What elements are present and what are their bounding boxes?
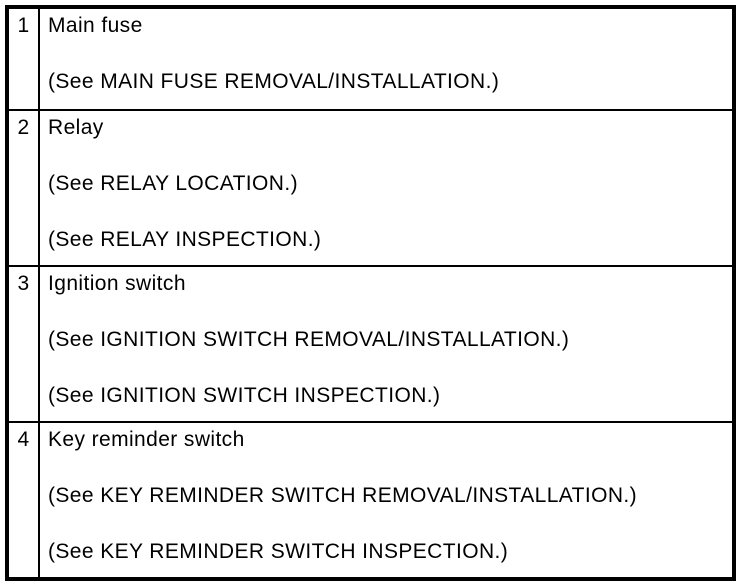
- table-row: 1 Main fuse (See MAIN FUSE REMOVAL/INSTA…: [6, 6, 735, 111]
- item-reference: (See IGNITION SWITCH INSPECTION.): [48, 384, 441, 407]
- item-reference: (See KEY REMINDER SWITCH INSPECTION.): [48, 540, 509, 563]
- row-description-cell: Main fuse (See MAIN FUSE REMOVAL/INSTALL…: [38, 6, 735, 111]
- row-number: 3: [17, 272, 30, 295]
- item-name: Main fuse: [48, 14, 143, 37]
- item-reference: (See KEY REMINDER SWITCH REMOVAL/INSTALL…: [48, 484, 638, 507]
- row-description-cell: Key reminder switch (See KEY REMINDER SW…: [38, 421, 735, 580]
- row-description-cell: Relay (See RELAY LOCATION.) (See RELAY I…: [38, 109, 735, 267]
- item-name: Key reminder switch: [48, 428, 245, 451]
- row-number-cell: 4: [6, 421, 40, 580]
- row-number: 1: [17, 14, 30, 37]
- row-number: 2: [17, 116, 30, 139]
- item-reference: (See RELAY LOCATION.): [48, 172, 298, 195]
- table-row: 2 Relay (See RELAY LOCATION.) (See RELAY…: [6, 109, 735, 267]
- table-row: 3 Ignition switch (See IGNITION SWITCH R…: [6, 265, 735, 423]
- component-reference-table-body: 1 Main fuse (See MAIN FUSE REMOVAL/INSTA…: [6, 6, 735, 580]
- row-number-cell: 2: [6, 109, 40, 267]
- item-reference: (See MAIN FUSE REMOVAL/INSTALLATION.): [48, 70, 500, 93]
- row-number-cell: 1: [6, 6, 40, 111]
- row-number-cell: 3: [6, 265, 40, 423]
- item-name: Relay: [48, 116, 104, 139]
- table-row: 4 Key reminder switch (See KEY REMINDER …: [6, 421, 735, 580]
- row-description-cell: Ignition switch (See IGNITION SWITCH REM…: [38, 265, 735, 423]
- row-number: 4: [17, 428, 30, 451]
- item-reference: (See RELAY INSPECTION.): [48, 228, 322, 251]
- item-name: Ignition switch: [48, 272, 186, 295]
- component-reference-table: 1 Main fuse (See MAIN FUSE REMOVAL/INSTA…: [5, 5, 736, 581]
- item-reference: (See IGNITION SWITCH REMOVAL/INSTALLATIO…: [48, 328, 570, 351]
